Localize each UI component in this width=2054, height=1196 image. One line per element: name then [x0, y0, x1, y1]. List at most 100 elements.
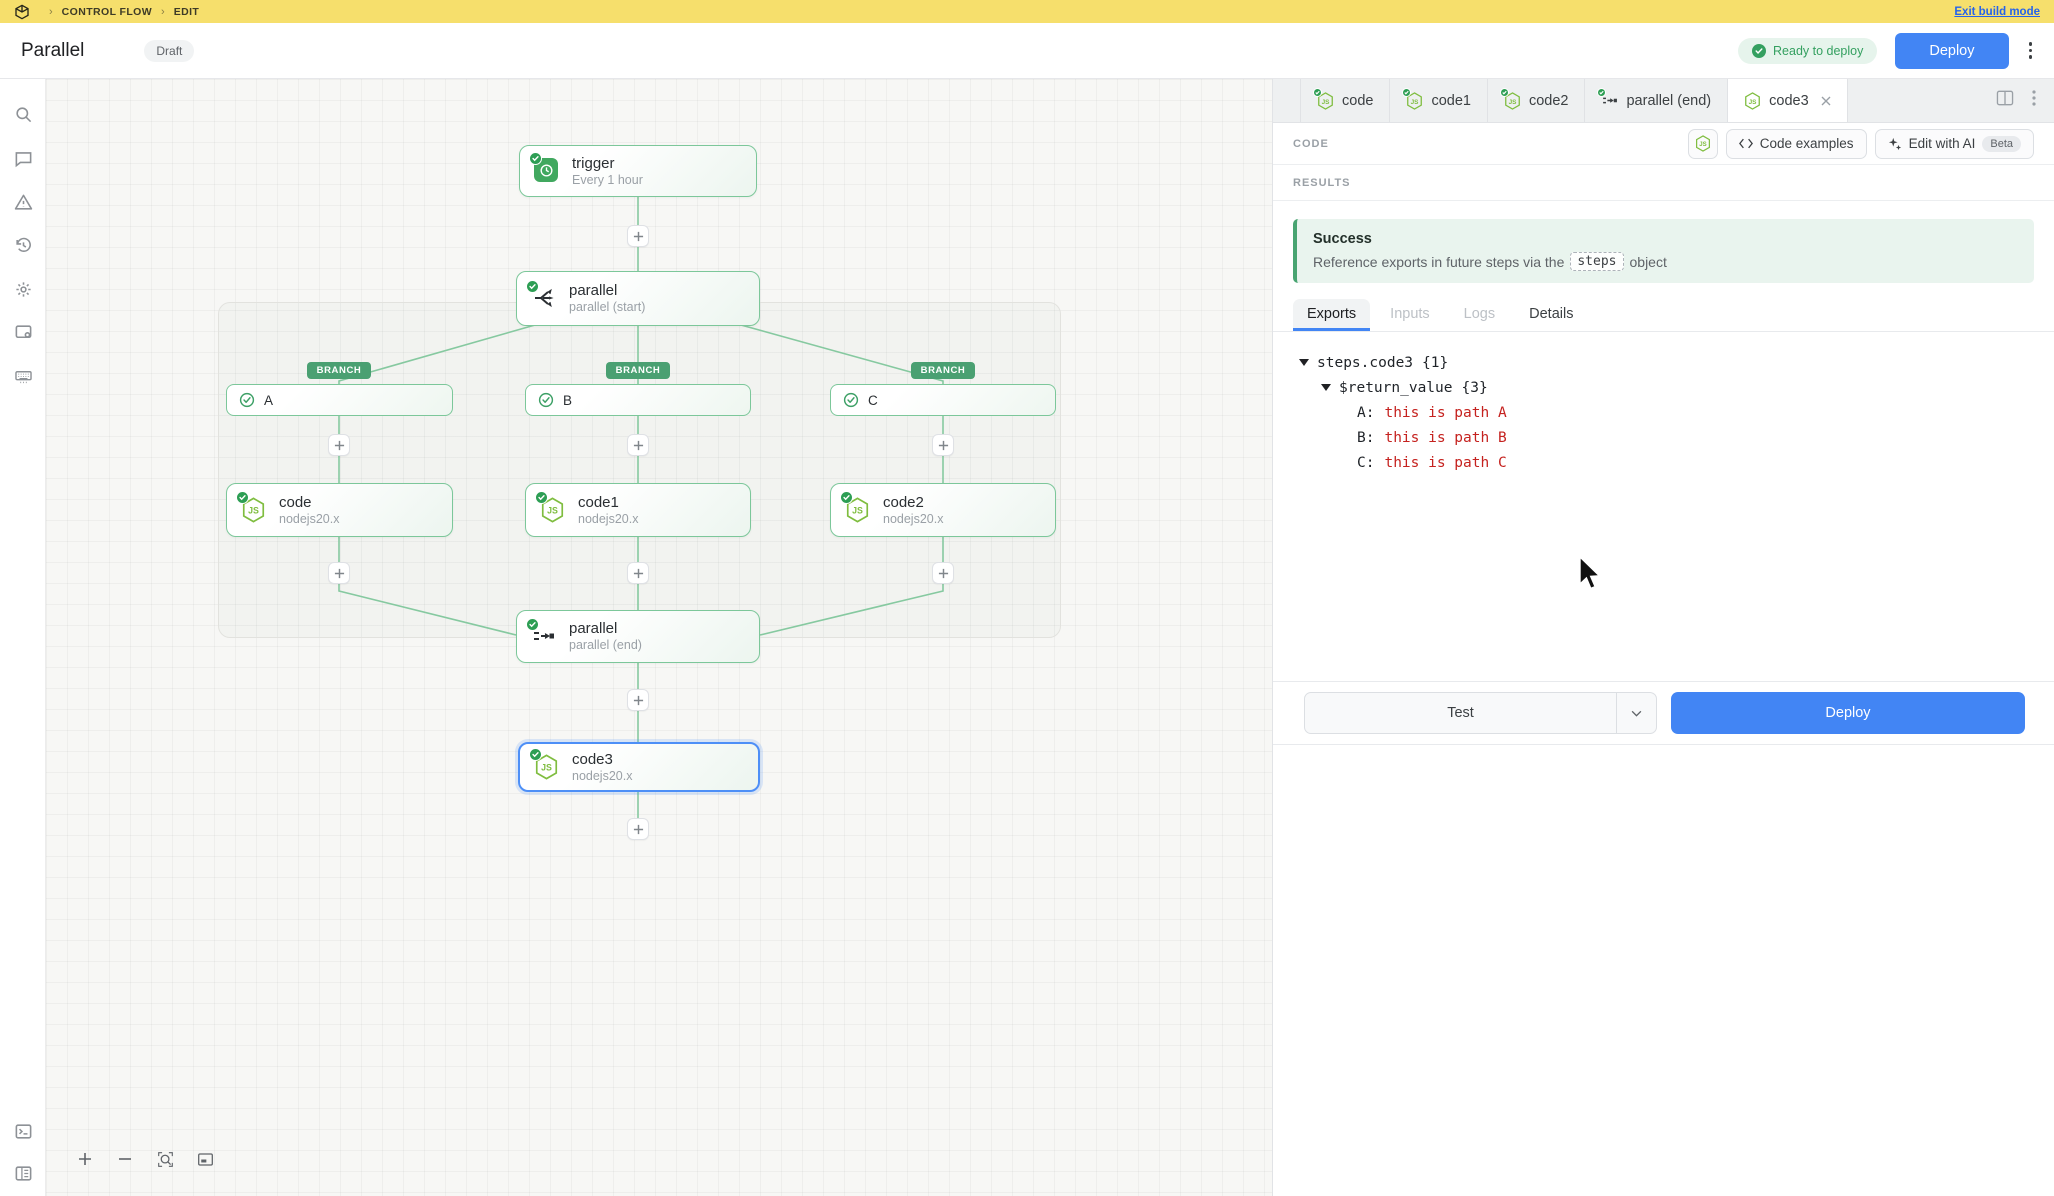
add-step-button[interactable] — [627, 562, 649, 584]
app-logo-cube-icon[interactable] — [14, 4, 30, 20]
tab-code[interactable]: JS code — [1300, 79, 1391, 122]
tree-node-root[interactable]: steps.code3 {1} — [1299, 350, 2028, 375]
tree-key: B: — [1357, 429, 1375, 446]
test-button-group: Test — [1304, 692, 1657, 734]
steps-object-chip[interactable]: steps — [1570, 252, 1624, 271]
exit-build-mode-link[interactable]: Exit build mode — [1954, 5, 2040, 18]
tool-sidebar — [0, 79, 46, 1196]
more-options-menu-icon[interactable] — [2025, 38, 2037, 63]
add-step-button[interactable] — [328, 562, 350, 584]
success-title: Success — [1313, 231, 1372, 247]
add-step-button[interactable] — [627, 818, 649, 840]
node-branch-b[interactable]: B — [525, 384, 751, 416]
collapse-triangle-icon[interactable] — [1321, 384, 1331, 391]
branch-badge: BRANCH — [307, 362, 371, 379]
split-view-icon[interactable] — [1996, 90, 2014, 111]
keyboard-shortcuts-icon[interactable] — [11, 364, 35, 388]
node-title: trigger — [572, 154, 615, 172]
page-title: Parallel — [21, 39, 85, 61]
warnings-icon[interactable] — [11, 190, 35, 214]
code-examples-button[interactable]: Code examples — [1725, 128, 1867, 159]
add-step-button[interactable] — [328, 434, 350, 456]
add-step-button[interactable] — [932, 434, 954, 456]
svg-text:JS: JS — [1411, 98, 1420, 105]
node-code3[interactable]: JS code3 nodejs20.x — [518, 742, 760, 792]
search-icon[interactable] — [11, 102, 35, 126]
node-parallel-start[interactable]: parallel parallel (start) — [516, 271, 760, 326]
add-step-button[interactable] — [627, 225, 649, 247]
breadcrumb-chevron-icon: › — [161, 5, 165, 18]
flow-canvas[interactable]: trigger Every 1 hour parallel parallel (… — [46, 79, 1272, 1196]
schedule-trigger-icon — [529, 152, 560, 184]
node-branch-c[interactable]: C — [830, 384, 1056, 416]
ready-to-deploy-label: Ready to deploy — [1773, 43, 1864, 58]
history-icon[interactable] — [11, 233, 35, 257]
node-title: parallel — [569, 282, 618, 299]
collapse-triangle-icon[interactable] — [1299, 359, 1309, 366]
nodejs-runtime-button[interactable]: JS — [1687, 128, 1718, 159]
workflow-header: Parallel Draft Ready to deploy Deploy — [0, 23, 2054, 79]
branch-check-icon — [538, 392, 554, 408]
add-step-button[interactable] — [627, 689, 649, 711]
svg-text:JS: JS — [248, 506, 259, 516]
tab-label: code — [1342, 92, 1374, 109]
test-button[interactable]: Test — [1447, 705, 1474, 721]
node-code1[interactable]: JS code1 nodejs20.x — [525, 483, 751, 537]
panel-menu-icon[interactable] — [2032, 90, 2036, 111]
subtab-logs[interactable]: Logs — [1463, 306, 1496, 322]
success-check-icon — [535, 491, 548, 504]
success-check-icon — [529, 748, 542, 761]
branch-check-icon — [843, 392, 859, 408]
add-step-button[interactable] — [932, 562, 954, 584]
branch-badge: BRANCH — [911, 362, 975, 379]
breadcrumb-edit[interactable]: EDIT — [173, 5, 200, 18]
comments-icon[interactable] — [11, 146, 35, 170]
node-branch-a[interactable]: A — [226, 384, 453, 416]
zoom-in-button[interactable] — [74, 1148, 96, 1170]
edit-with-ai-button[interactable]: Edit with AI Beta — [1874, 128, 2034, 159]
subtab-inputs[interactable]: Inputs — [1390, 306, 1430, 322]
breadcrumb-control-flow[interactable]: CONTROL FLOW — [61, 5, 153, 18]
tab-code3-active[interactable]: JS code3 — [1727, 79, 1848, 122]
tab-code2[interactable]: JS code2 — [1486, 79, 1586, 122]
nodejs-icon: JS — [1499, 87, 1521, 110]
subtab-exports[interactable]: Exports — [1293, 299, 1371, 331]
check-circle-icon — [1752, 43, 1767, 58]
tree-key: A: — [1357, 404, 1375, 421]
node-code[interactable]: JS code nodejs20.x — [226, 483, 453, 537]
draft-status-badge: Draft — [144, 39, 195, 62]
success-check-icon — [840, 491, 853, 504]
tab-label: code2 — [1528, 92, 1569, 109]
success-check-icon — [526, 279, 539, 293]
deploy-step-button[interactable]: Deploy — [1671, 692, 2025, 734]
node-subtitle: parallel (end) — [569, 638, 642, 652]
parallel-end-icon — [526, 617, 557, 650]
zoom-out-button[interactable] — [114, 1148, 136, 1170]
deploy-button[interactable]: Deploy — [1895, 32, 2009, 69]
tree-node-return-value[interactable]: $return_value {3} — [1321, 375, 2028, 400]
add-step-button[interactable] — [627, 434, 649, 456]
terminal-icon[interactable] — [11, 1119, 35, 1143]
nodejs-icon: JS — [529, 748, 560, 780]
svg-text:JS: JS — [547, 506, 558, 516]
subtab-details[interactable]: Details — [1529, 306, 1574, 322]
node-parallel-end[interactable]: parallel parallel (end) — [516, 610, 760, 663]
branch-label: B — [563, 392, 573, 408]
fit-view-button[interactable] — [154, 1148, 176, 1170]
svg-text:JS: JS — [1749, 98, 1758, 105]
node-trigger[interactable]: trigger Every 1 hour — [519, 145, 757, 197]
tab-code1[interactable]: JS code1 — [1389, 79, 1488, 122]
close-tab-icon[interactable] — [1821, 96, 1831, 106]
tab-parallel-end[interactable]: parallel (end) — [1584, 79, 1729, 122]
node-title: code2 — [883, 493, 924, 511]
panel-layout-icon[interactable] — [11, 1161, 35, 1185]
minimap-toggle-button[interactable] — [194, 1148, 216, 1170]
test-options-chevron-icon[interactable] — [1616, 693, 1656, 733]
ready-to-deploy-badge: Ready to deploy — [1738, 37, 1878, 64]
node-subtitle: nodejs20.x — [578, 511, 639, 526]
app-settings-icon[interactable] — [11, 320, 35, 344]
settings-gear-icon[interactable] — [11, 277, 35, 301]
node-code2[interactable]: JS code2 nodejs20.x — [830, 483, 1056, 537]
success-check-icon — [526, 617, 539, 631]
test-deploy-bar: Test Deploy — [1273, 681, 2054, 745]
